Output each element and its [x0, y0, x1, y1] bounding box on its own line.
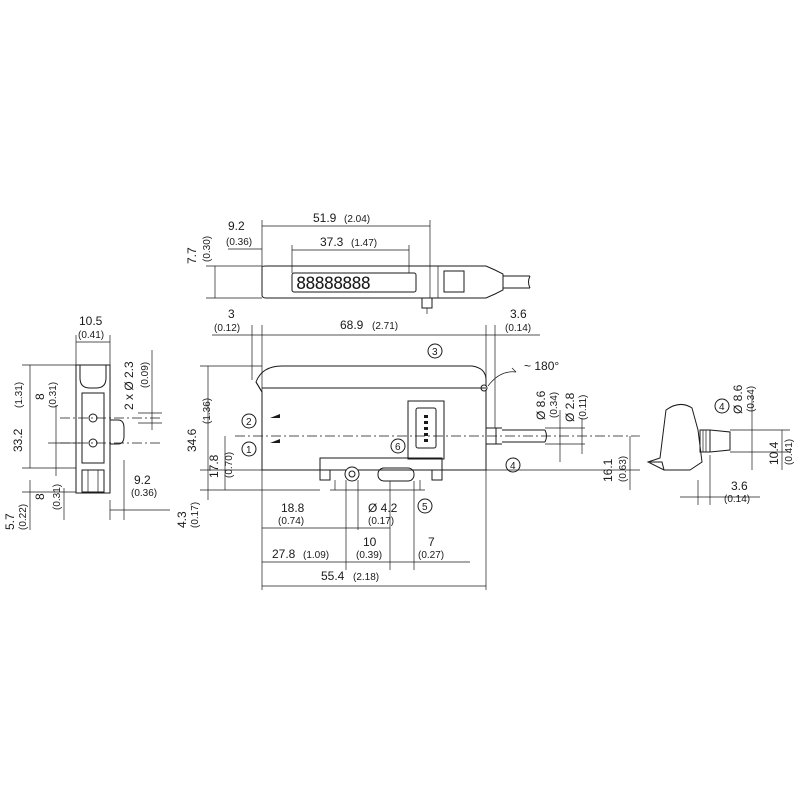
dim-front-left: 3 — [228, 307, 235, 321]
dim-bottom-10: 10 — [363, 535, 377, 549]
dim-side-width: 10.5 — [79, 314, 103, 328]
dim-cable-dia2: Ø 2.8 — [563, 392, 577, 422]
dim-bottom-27-8: 27.8 — [272, 547, 296, 561]
dim-bottom-overall: 55.4 — [321, 569, 345, 583]
dim-bottom-18-8: 18.8 — [281, 501, 305, 515]
svg-text:3: 3 — [432, 347, 438, 358]
dim-front-right: 3.6 — [510, 307, 527, 321]
svg-text:(1.31): (1.31) — [14, 382, 25, 408]
svg-text:(0.09): (0.09) — [140, 362, 151, 388]
side-view — [22, 335, 170, 530]
dim-cable-height: 16.1 — [601, 458, 615, 482]
dim-top-display: 37.3 — [320, 235, 344, 249]
svg-text:(0.34): (0.34) — [549, 392, 560, 418]
svg-text:(0.41): (0.41) — [78, 330, 104, 341]
svg-text:(2.71): (2.71) — [372, 321, 398, 332]
dim-labels: 51.9 (2.04) 37.3 (1.47) 9.2 (0.36) 7.7 (… — [3, 211, 795, 583]
dim-plug-height: 10.4 — [767, 441, 781, 465]
callout-4-plug: 4 — [714, 398, 730, 414]
dim-plug-dia: Ø 8.6 — [731, 384, 745, 414]
svg-text:(1.09): (1.09) — [303, 550, 329, 561]
front-view — [200, 325, 640, 590]
svg-text:(0.30): (0.30) — [202, 236, 213, 262]
dim-side-9-2: 9.2 — [134, 473, 151, 487]
svg-text:(2.04): (2.04) — [344, 214, 370, 225]
dim-bottom-hole: Ø 4.2 — [368, 501, 398, 515]
callout-6: 6 — [390, 438, 406, 454]
dim-height-bottom: 4.3 — [175, 511, 189, 528]
svg-text:(0.14): (0.14) — [505, 323, 531, 334]
svg-text:2: 2 — [246, 417, 252, 428]
callout-3: 3 — [427, 343, 443, 359]
plug-detail — [646, 395, 790, 505]
svg-text:88888888: 88888888 — [296, 274, 371, 294]
svg-text:(0.70): (0.70) — [224, 452, 235, 478]
svg-text:4: 4 — [510, 461, 516, 472]
svg-text:(0.11): (0.11) — [578, 395, 589, 420]
svg-text:(0.17): (0.17) — [368, 516, 394, 527]
svg-text:(0.36): (0.36) — [226, 237, 252, 248]
svg-text:(0.17): (0.17) — [190, 502, 201, 528]
callouts: 1 2 3 4 5 6 4 — [241, 343, 730, 514]
svg-text:(0.12): (0.12) — [214, 323, 240, 334]
dim-side-8-bottom: 8 — [33, 493, 47, 500]
svg-text:(0.36): (0.36) — [131, 488, 157, 499]
svg-text:4: 4 — [719, 402, 725, 413]
top-view: 88888888 — [206, 220, 531, 314]
svg-text:(1.47): (1.47) — [351, 238, 377, 249]
dim-side-5-7: 5.7 — [3, 513, 17, 530]
callout-1: 1 — [241, 441, 257, 457]
dim-top-overall: 51.9 — [313, 211, 337, 225]
svg-text:(1.36): (1.36) — [202, 398, 213, 424]
svg-text:(0.22): (0.22) — [18, 504, 29, 530]
svg-text:(0.63): (0.63) — [618, 456, 629, 482]
dim-plug-width: 3.6 — [731, 479, 748, 493]
callout-2: 2 — [241, 413, 257, 429]
dim-cable-dia1: Ø 8.6 — [534, 390, 548, 420]
dim-rotation: ~ 180° — [524, 359, 559, 373]
dim-side-holes: 2 x Ø 2.3 — [122, 361, 136, 410]
svg-text:(0.31): (0.31) — [52, 484, 63, 510]
callout-4: 4 — [505, 457, 521, 473]
callout-5: 5 — [417, 498, 433, 514]
dim-top-offset: 9.2 — [228, 219, 245, 233]
svg-text:(0.41): (0.41) — [784, 439, 795, 465]
svg-text:5: 5 — [422, 502, 428, 513]
svg-text:1: 1 — [246, 445, 252, 456]
connector-pins — [424, 415, 428, 442]
svg-text:6: 6 — [395, 442, 401, 453]
svg-text:(2.18): (2.18) — [353, 572, 379, 583]
dim-top-height: 7.7 — [185, 247, 199, 264]
dim-side-8-top: 8 — [33, 393, 47, 400]
svg-text:(0.34): (0.34) — [746, 386, 757, 412]
dim-side-height: 33.2 — [11, 428, 25, 452]
svg-text:(0.31): (0.31) — [48, 382, 59, 408]
dim-bottom-7: 7 — [428, 535, 435, 549]
display-digits: 88888888 — [291, 272, 417, 294]
dim-height-axis: 17.8 — [207, 454, 221, 478]
svg-text:(0.39): (0.39) — [356, 550, 382, 561]
svg-text:(0.14): (0.14) — [724, 494, 750, 505]
svg-text:(0.27): (0.27) — [418, 550, 444, 561]
svg-text:(0.74): (0.74) — [278, 516, 304, 527]
dim-front-overall: 68.9 — [340, 318, 364, 332]
dim-height-total: 34.6 — [185, 428, 199, 452]
